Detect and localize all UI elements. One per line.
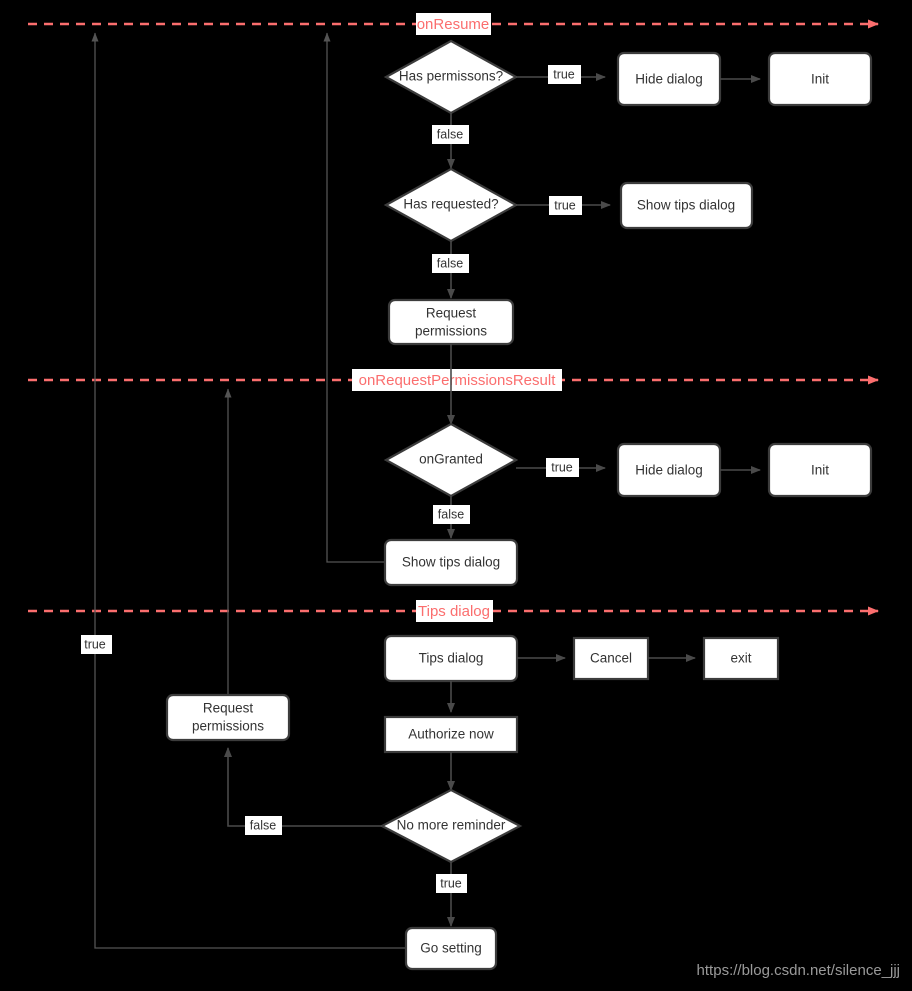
node-label: Show tips dialog [402,555,500,570]
node-authorize-now[interactable]: Authorize now [383,715,519,754]
edge-label-backdrop [432,125,469,144]
edge-show-tips-dialog-to-onresume [323,32,385,563]
edge-label-backdrop [432,254,469,273]
node-has-requested[interactable]: Has requested? [383,167,519,243]
lane-label-onrequestpermissionsresult: onRequestPermissionsResult [359,372,557,389]
edge-no-more-reminder-false [224,747,382,827]
node-label-line2: permissions [415,324,487,339]
lane-label-backdrop [416,600,493,622]
node-label: Cancel [590,651,632,666]
node-label: Init [811,463,829,478]
edge-label-true: true [554,198,576,212]
edge-label-backdrop [549,196,582,215]
node-label: No more reminder [397,818,506,833]
node-label: exit [730,651,751,666]
edge-label-backdrop [245,816,282,835]
edge-label-true: true [553,67,575,81]
node-label: Has permissons? [399,69,503,84]
edge-label-true: true [440,876,462,890]
node-request-permissions-1[interactable]: Request permissions [387,298,515,346]
node-hide-dialog-1[interactable]: Hide dialog [616,51,722,107]
edge-label-false: false [250,818,276,832]
node-no-more-reminder[interactable]: No more reminder [379,788,523,864]
lane-tipsdialog: Tips dialog [28,600,879,622]
edge-label-false: false [437,256,463,270]
lane-label-tipsdialog: Tips dialog [418,603,490,620]
edge-label-backdrop [546,458,579,477]
node-label: Init [811,72,829,87]
lane-onresume: onResume [28,13,879,35]
node-has-permissons[interactable]: Has permissons? [383,39,519,115]
node-label-line2: permissions [192,719,264,734]
edge-go-setting-to-onresume [91,32,406,949]
edge-label-backdrop [436,874,467,893]
node-label-line1: Request [426,306,477,321]
node-init-2[interactable]: Init [767,442,873,498]
watermark: https://blog.csdn.net/silence_jjj [697,962,900,979]
edge-label-true-return: true [84,637,106,651]
node-show-tips-dialog-1[interactable]: Show tips dialog [619,181,754,230]
lane-onrequestpermissionsresult: onRequestPermissionsResult [28,369,879,391]
node-label: Hide dialog [635,72,703,87]
node-cancel[interactable]: Cancel [572,636,650,681]
edge-label-backdrop [548,65,581,84]
lane-label-onresume: onResume [417,16,490,33]
edge-label-backdrop [81,635,112,654]
node-label: Authorize now [408,727,494,742]
node-request-permissions-2[interactable]: Request permissions [165,693,291,742]
node-label: Show tips dialog [637,198,735,213]
node-exit[interactable]: exit [702,636,780,681]
edge-label-false: false [438,507,464,521]
edge-label-false: false [437,127,463,141]
node-init-1[interactable]: Init [767,51,873,107]
edge-label-backdrop [433,505,470,524]
node-label: Tips dialog [419,651,484,666]
node-tips-dialog[interactable]: Tips dialog [383,634,519,683]
lane-label-backdrop [352,369,562,391]
node-label-line1: Request [203,701,254,716]
node-show-tips-dialog-2[interactable]: Show tips dialog [383,538,519,587]
node-hide-dialog-2[interactable]: Hide dialog [616,442,722,498]
node-label: Has requested? [403,197,498,212]
node-go-setting[interactable]: Go setting [404,926,498,971]
node-ongranted[interactable]: onGranted [383,422,519,498]
lane-label-backdrop [416,13,491,35]
edge-label-true: true [551,460,573,474]
node-label: Hide dialog [635,463,703,478]
node-label: onGranted [419,452,483,467]
node-label: Go setting [420,941,482,956]
